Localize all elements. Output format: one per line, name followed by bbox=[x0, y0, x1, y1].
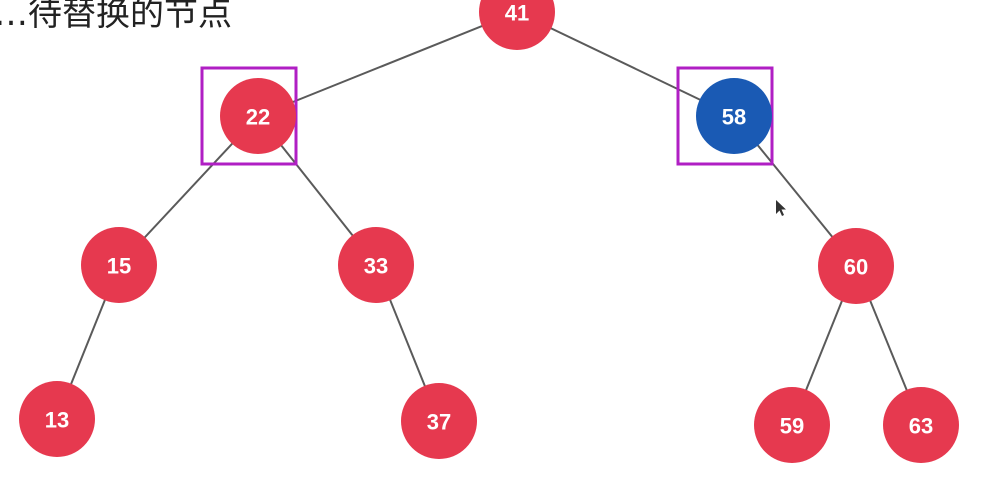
tree-node-63: 63 bbox=[883, 387, 959, 463]
node-label-58: 58 bbox=[722, 105, 746, 130]
tree-node-13: 13 bbox=[19, 381, 95, 457]
node-circle-33 bbox=[338, 227, 414, 303]
node-label-37: 37 bbox=[427, 410, 451, 435]
edges-layer bbox=[56, 11, 922, 426]
tree-node-58: 58 bbox=[696, 78, 772, 154]
node-circle-41 bbox=[479, 0, 555, 50]
node-label-41: 41 bbox=[505, 1, 529, 26]
edge-41-22 bbox=[257, 11, 518, 117]
tree-node-33: 33 bbox=[338, 227, 414, 303]
tree-node-60: 60 bbox=[818, 228, 894, 304]
tree-node-15: 15 bbox=[81, 227, 157, 303]
node-label-15: 15 bbox=[107, 254, 131, 279]
tree-node-22: 22 bbox=[220, 78, 296, 154]
node-circle-60 bbox=[818, 228, 894, 304]
nodes-layer: 41 22 58 15 33 60 13 37 59 63 bbox=[19, 0, 959, 463]
node-circle-59 bbox=[754, 387, 830, 463]
node-label-33: 33 bbox=[364, 254, 388, 279]
node-circle-63 bbox=[883, 387, 959, 463]
page-title: …待替换的节点 bbox=[0, 0, 232, 34]
mouse-cursor-icon bbox=[776, 200, 786, 216]
node-label-59: 59 bbox=[780, 414, 804, 439]
node-label-63: 63 bbox=[909, 414, 933, 439]
edge-41-58 bbox=[516, 11, 735, 117]
node-circle-15 bbox=[81, 227, 157, 303]
node-circle-22 bbox=[220, 78, 296, 154]
node-circle-58 bbox=[696, 78, 772, 154]
tree-node-41: 41 bbox=[479, 0, 555, 50]
tree-node-37: 37 bbox=[401, 383, 477, 459]
node-circle-37 bbox=[401, 383, 477, 459]
node-circle-13 bbox=[19, 381, 95, 457]
node-label-22: 22 bbox=[246, 105, 270, 130]
node-label-60: 60 bbox=[844, 255, 868, 280]
tree-node-59: 59 bbox=[754, 387, 830, 463]
node-label-13: 13 bbox=[45, 408, 69, 433]
